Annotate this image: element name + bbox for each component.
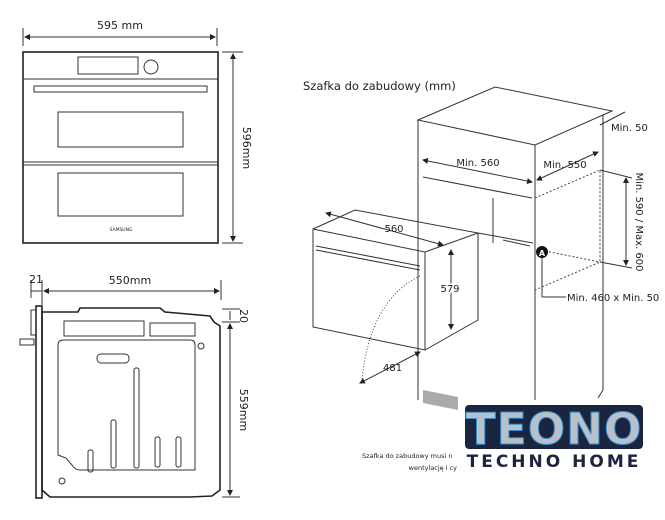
lower-window	[57, 172, 184, 217]
oven-height-label: 579	[440, 284, 459, 295]
control-knob-icon	[143, 59, 159, 75]
vent-slots	[63, 320, 196, 337]
front-width-label: 595 mm	[97, 19, 143, 32]
oven-side-outline	[41, 307, 221, 498]
height-range-label: Min. 590 / Max. 600	[633, 172, 644, 271]
cabinet-note-line1: Szafka do zabudowy musi n	[362, 452, 452, 460]
oven-3d	[312, 209, 479, 351]
cabinet-diagram: Szafka do zabudowy (mm) Min. 560 Min. 55…	[303, 79, 659, 472]
top-offset-label: 20	[237, 309, 250, 323]
cabinet-note-line2: wentylację i cy	[409, 464, 458, 472]
logo-main: TEONO	[466, 404, 643, 455]
logo-sub: TECHNO HOME	[467, 452, 642, 472]
display-panel	[77, 56, 139, 75]
min-top-gap-label: Min. 50	[611, 123, 648, 134]
vent-marker-label: A	[539, 249, 546, 258]
min-width-label: Min. 560	[456, 158, 499, 169]
vent-marker-badge	[536, 246, 548, 258]
teono-logo: TEONO TECHNO HOME	[465, 404, 643, 472]
vent-opening-label: Min. 460 x Min. 50	[567, 293, 659, 304]
door-handle	[33, 85, 208, 93]
cabinet-title: Szafka do zabudowy (mm)	[303, 79, 456, 93]
min-depth-label: Min. 550	[543, 160, 586, 171]
oven-width-label: 560	[384, 224, 403, 235]
front-height-label: 596mm	[240, 127, 253, 169]
brand-logo: SAMSUNG	[110, 227, 133, 233]
upper-window	[57, 111, 184, 148]
side-height-label: 559mm	[237, 389, 250, 431]
oven-front-outline	[22, 51, 219, 244]
front-view: 595 mm SAMSUNG 596mm	[22, 19, 253, 244]
side-depth-label: 550mm	[109, 274, 151, 287]
oven-depth-label: 481	[383, 363, 402, 374]
side-view: 21 550mm 20 559mm	[19, 273, 250, 499]
door-depth-label: 21	[29, 273, 43, 286]
